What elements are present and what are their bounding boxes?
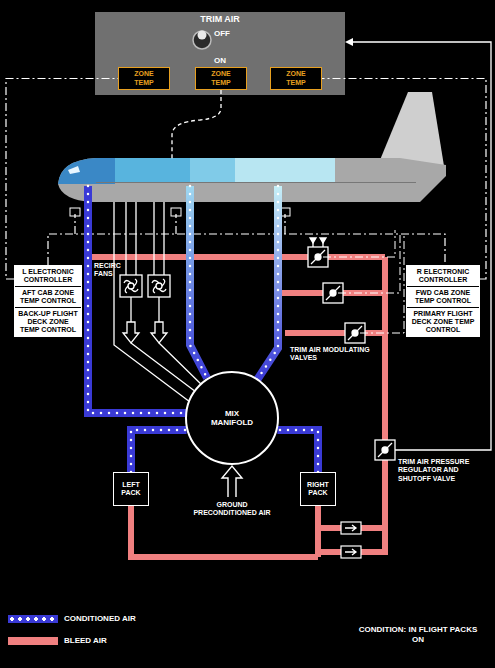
- pack-box: RIGHT PACK: [300, 472, 336, 506]
- connector-line: [131, 430, 187, 472]
- diagram-label: GROUND PRECONDITIONED AIR: [186, 501, 278, 518]
- connector-line: [322, 79, 486, 280]
- legend-swatch: [8, 637, 58, 645]
- node-text: PRIMARY FLIGHT DECK ZONE TEMP CONTROL: [407, 307, 479, 336]
- legend-text: BLEED AIR: [64, 636, 107, 646]
- node-text: MIX MANIFOLD: [207, 409, 257, 427]
- node-text: OFF: [214, 29, 230, 38]
- recirc-fan: [114, 202, 205, 402]
- diagram-label: TRIM AIR PRESSURE REGULATOR AND SHUTOFF …: [398, 458, 482, 483]
- controller-box: R ELECTRONIC CONTROLLERFWD CAB ZONE TEMP…: [406, 265, 480, 337]
- node-text: RIGHT PACK: [302, 481, 334, 497]
- duct-connector: [131, 430, 187, 472]
- connector-line: [277, 430, 318, 472]
- node-text: AFT CAB ZONE TEMP CONTROL: [15, 286, 81, 307]
- trim-switch: [193, 31, 211, 49]
- node-text: R ELECTRONIC CONTROLLER: [407, 266, 479, 286]
- control-connector: [6, 79, 118, 280]
- control-line: [352, 42, 491, 450]
- trim-air-panel: TRIM AIR OFF ON ZONE TEMP ZONE TEMP ZONE TEMP: [95, 12, 345, 95]
- diagram-label: TRIM AIR MODULATING VALVES: [290, 346, 382, 363]
- node-text: FWD CAB ZONE TEMP CONTROL: [407, 286, 479, 307]
- check-valve: [341, 522, 361, 558]
- zone-temp-indicator: ZONE TEMP: [118, 67, 170, 90]
- diagram-label: RECIRC FANS: [94, 262, 130, 279]
- sensor-wire: [172, 90, 221, 160]
- bleed-duct: [84, 257, 385, 557]
- control-connector: [322, 79, 486, 280]
- node-text: ON: [214, 56, 226, 65]
- node-text: ZONE TEMP: [129, 70, 159, 86]
- duct-dots: [131, 430, 187, 472]
- node-text: LEFT PACK: [115, 481, 147, 497]
- zone-temp-indicator: ZONE TEMP: [270, 67, 322, 90]
- panel-ground: [95, 12, 345, 95]
- connector-line: [6, 79, 118, 280]
- legend-swatch: [8, 615, 58, 623]
- airplane: [58, 92, 446, 202]
- node-text: ZONE TEMP: [281, 70, 311, 86]
- legend-text: CONDITIONED AIR: [64, 614, 136, 624]
- duct-connector: [277, 430, 318, 472]
- zone-sensor: [171, 208, 181, 216]
- controller-box: L ELECTRONIC CONTROLLERAFT CAB ZONE TEMP…: [14, 265, 82, 337]
- node-text: TRIM AIR: [95, 14, 345, 24]
- switch-lever: [198, 31, 207, 40]
- zone-sensor: [70, 208, 80, 216]
- node-text: L ELECTRONIC CONTROLLER: [15, 266, 81, 286]
- diagram-label: CONDITION: IN FLIGHT PACKS ON: [352, 625, 484, 644]
- node-text: ZONE TEMP: [206, 70, 236, 86]
- zone-temp-indicator: ZONE TEMP: [195, 67, 247, 90]
- mix-manifold: MIX MANIFOLD: [185, 371, 279, 465]
- arrow-head: [345, 38, 353, 46]
- duct-dots: [277, 430, 318, 472]
- ground-air-arrow: [222, 466, 242, 497]
- pack-box: LEFT PACK: [113, 472, 149, 506]
- node-text: BACK-UP FLIGHT DECK ZONE TEMP CONTROL: [15, 307, 81, 336]
- control-wire: [323, 230, 404, 333]
